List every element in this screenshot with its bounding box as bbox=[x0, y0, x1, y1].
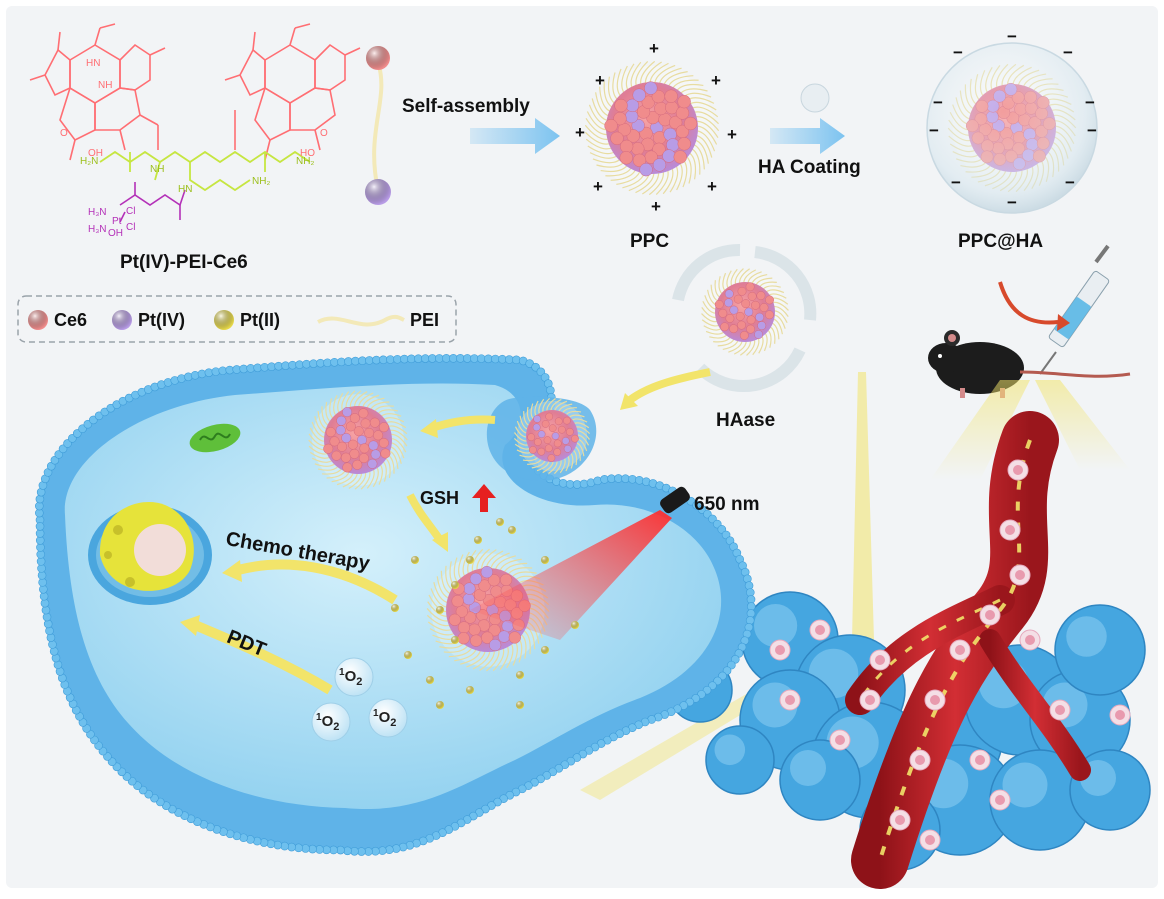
ha-coating-label: HA Coating bbox=[758, 157, 861, 178]
singlet-oxygen-label: 1O2 bbox=[339, 667, 363, 688]
pei-nh-label: NH bbox=[150, 164, 165, 175]
chemo-arrowhead bbox=[222, 560, 242, 582]
negative-charge-sign: − bbox=[933, 93, 943, 112]
ce6-structure-left bbox=[29, 23, 166, 161]
legend-pei-line bbox=[317, 314, 405, 327]
released-nanoparticle bbox=[308, 390, 408, 490]
legend-pt-iv-label: Pt(IV) bbox=[138, 310, 185, 330]
pei-hn-label: HN bbox=[178, 184, 193, 195]
negative-charge-sign: − bbox=[951, 173, 961, 192]
singlet-oxygen-label: 1O2 bbox=[373, 708, 397, 729]
singlet-oxygen-bubble bbox=[334, 657, 374, 697]
gsh-arrowhead bbox=[432, 532, 448, 552]
gsh-increase-arrow bbox=[472, 484, 496, 512]
molecule-oh-label: OH bbox=[88, 148, 103, 159]
mitochondrion-icon bbox=[189, 423, 241, 453]
molecule-o-label: O bbox=[320, 128, 328, 139]
legend-marks bbox=[28, 310, 405, 330]
chemo-arrow bbox=[236, 559, 398, 605]
gsh-label: GSH bbox=[420, 488, 460, 508]
negative-charge-sign: − bbox=[1085, 93, 1095, 112]
pt-cl-label: Cl bbox=[126, 206, 136, 217]
negative-charge-sign: − bbox=[1007, 27, 1017, 46]
uptake-arrow bbox=[627, 368, 711, 404]
pdt-arrowhead bbox=[180, 615, 200, 636]
syringe-icon bbox=[1039, 244, 1110, 375]
ha-molecule-icon bbox=[800, 83, 830, 113]
negative-charge-sign: − bbox=[1065, 173, 1075, 192]
amphiphile-monomer bbox=[365, 46, 391, 205]
laser-wavelength-label: 650 nm bbox=[694, 494, 760, 515]
uptake-arrowhead bbox=[620, 393, 638, 410]
pei-nh2-label: NH₂ bbox=[252, 176, 271, 187]
singlet-oxygen-bubble bbox=[311, 702, 351, 742]
laser-beam bbox=[470, 510, 672, 640]
endocytosed-nanoparticle bbox=[513, 397, 591, 475]
blood-vessel bbox=[845, 411, 1091, 889]
legend-pei-label: PEI bbox=[410, 310, 440, 330]
positive-charge-sign: + bbox=[707, 177, 717, 196]
pei-nh2-label: NH₂ bbox=[296, 156, 315, 167]
pt-prodrug-structure bbox=[119, 182, 186, 223]
molecule-ho-label: HO bbox=[300, 148, 315, 159]
pei-nh2-label: H₂N bbox=[80, 156, 99, 167]
pt-h3n-label: H₃N bbox=[88, 207, 107, 218]
self-assembly-arrow bbox=[470, 118, 560, 154]
positive-charge-sign: + bbox=[593, 177, 603, 196]
singlet-oxygen-label: 1O2 bbox=[316, 712, 340, 733]
negative-charge-sign: − bbox=[1063, 43, 1073, 62]
positive-charge-sign: + bbox=[575, 123, 585, 142]
injection-arrow bbox=[998, 281, 1059, 325]
negative-charge-sign: − bbox=[953, 43, 963, 62]
ha-coating-arrow bbox=[770, 118, 845, 154]
zoom-beam-top bbox=[852, 372, 874, 640]
pt-oh-label: OH bbox=[108, 228, 123, 239]
positive-charge-sign: + bbox=[595, 71, 605, 90]
pt-h3n-label: H₃N bbox=[88, 224, 107, 235]
release-arrow bbox=[430, 415, 496, 432]
singlet-oxygen-bubble bbox=[368, 698, 408, 738]
pt-ii-particles bbox=[391, 518, 579, 709]
legend-box bbox=[17, 295, 457, 343]
legend-ce6-label: Ce6 bbox=[54, 310, 88, 330]
self-assembly-label: Self-assembly bbox=[402, 96, 530, 117]
ppc-label: PPC bbox=[630, 231, 670, 252]
haase-degraded-particle bbox=[672, 243, 817, 392]
positive-charge-sign: + bbox=[651, 197, 661, 216]
gsh-arrow bbox=[406, 493, 444, 543]
release-arrowhead bbox=[420, 419, 438, 438]
legend-pt-ii-label: Pt(II) bbox=[240, 310, 280, 330]
pei-backbone bbox=[99, 150, 311, 192]
injection-arrowhead bbox=[1057, 314, 1070, 331]
membrane-lipid-heads bbox=[35, 354, 756, 856]
nucleus-icon bbox=[88, 502, 212, 605]
haase-label: HAase bbox=[716, 410, 776, 431]
molecule-nh-label: NH bbox=[98, 80, 113, 91]
vessel-nanoparticles bbox=[769, 459, 1131, 851]
positive-charge-sign: + bbox=[649, 39, 659, 58]
pt-atom-label: Pt bbox=[112, 216, 122, 227]
laser-device-icon bbox=[660, 486, 690, 514]
negative-charge-sign: − bbox=[929, 121, 939, 140]
positive-charge-sign: + bbox=[711, 71, 721, 90]
negative-charge-sign: − bbox=[1007, 193, 1017, 212]
molecule-hn-label: HN bbox=[86, 58, 101, 69]
pt-cl-label: Cl bbox=[126, 222, 136, 233]
molecule-o-label: O bbox=[60, 128, 68, 139]
molecule-name: Pt(IV)-PEI-Ce6 bbox=[120, 252, 248, 273]
ppc-ha-nanoparticle bbox=[926, 42, 1098, 214]
ppc-ha-label: PPC@HA bbox=[958, 231, 1044, 252]
positive-charge-sign: + bbox=[727, 125, 737, 144]
negative-charge-sign: − bbox=[1087, 121, 1097, 140]
ppc-nanoparticle bbox=[584, 60, 720, 196]
ce6-structure-right bbox=[224, 23, 361, 161]
mouse-beam-left bbox=[930, 380, 1030, 480]
pdt-arrow bbox=[193, 620, 333, 695]
mouse-beam-right bbox=[1035, 380, 1130, 470]
